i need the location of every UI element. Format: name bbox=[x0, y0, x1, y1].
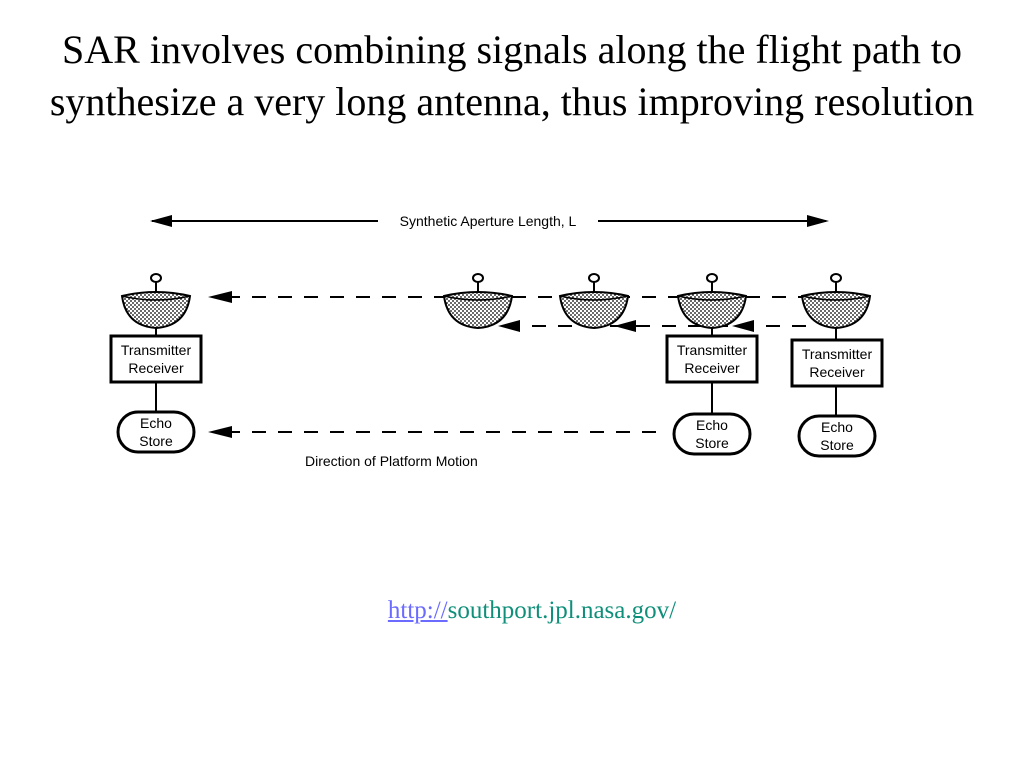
motion-direction-label: Direction of Platform Motion bbox=[305, 453, 478, 469]
echo-label: Echo bbox=[696, 417, 728, 433]
store-label: Store bbox=[695, 435, 729, 451]
arrowhead-left-icon bbox=[150, 215, 172, 227]
echo-label: Echo bbox=[821, 419, 853, 435]
motion-dash-lines bbox=[226, 296, 810, 433]
source-link[interactable]: http://southport.jpl.nasa.gov/ bbox=[0, 597, 1024, 625]
receiver-label: Receiver bbox=[684, 360, 740, 376]
antenna-dish-icon bbox=[121, 273, 191, 329]
arrowhead-right-icon bbox=[807, 215, 829, 227]
echo-store-box: Echo Store bbox=[116, 410, 196, 454]
aperture-length-label: Synthetic Aperture Length, L bbox=[400, 213, 577, 229]
antenna-dish-icon bbox=[677, 273, 747, 329]
aperture-length-arrow: Synthetic Aperture Length, L bbox=[150, 213, 829, 229]
arrowhead-left-icon bbox=[208, 291, 232, 303]
antenna-dish-icon bbox=[801, 273, 871, 329]
echo-store-box: Echo Store bbox=[672, 412, 752, 456]
receiver-label: Receiver bbox=[128, 360, 184, 376]
receiver-label: Receiver bbox=[809, 364, 865, 380]
transmitter-label: Transmitter bbox=[677, 342, 748, 358]
link-protocol[interactable]: http:// bbox=[387, 597, 448, 624]
connector-lines bbox=[155, 328, 837, 416]
arrowhead-left-icon bbox=[614, 320, 636, 332]
arrowhead-left-icon bbox=[208, 426, 232, 438]
transmitter-label: Transmitter bbox=[121, 342, 192, 358]
sar-diagram: Synthetic Aperture Length, L Transmitter… bbox=[109, 213, 884, 469]
transmitter-label: Transmitter bbox=[802, 346, 873, 362]
antenna-dish-icon bbox=[443, 273, 513, 329]
transmitter-receiver-box: Transmitter Receiver bbox=[790, 338, 884, 388]
arrowhead-left-icon bbox=[732, 320, 754, 332]
slide-title: SAR involves combining signals along the… bbox=[49, 27, 975, 124]
antenna-dish-icon bbox=[559, 273, 629, 329]
arrowhead-left-icon bbox=[498, 320, 520, 332]
echo-store-box: Echo Store bbox=[797, 414, 877, 458]
echo-label: Echo bbox=[140, 415, 172, 431]
link-host[interactable]: southport.jpl.nasa.gov/ bbox=[447, 597, 677, 624]
transmitter-receiver-box: Transmitter Receiver bbox=[109, 334, 203, 384]
store-label: Store bbox=[820, 437, 854, 453]
transmitter-receiver-box: Transmitter Receiver bbox=[665, 334, 759, 384]
store-label: Store bbox=[139, 433, 173, 449]
